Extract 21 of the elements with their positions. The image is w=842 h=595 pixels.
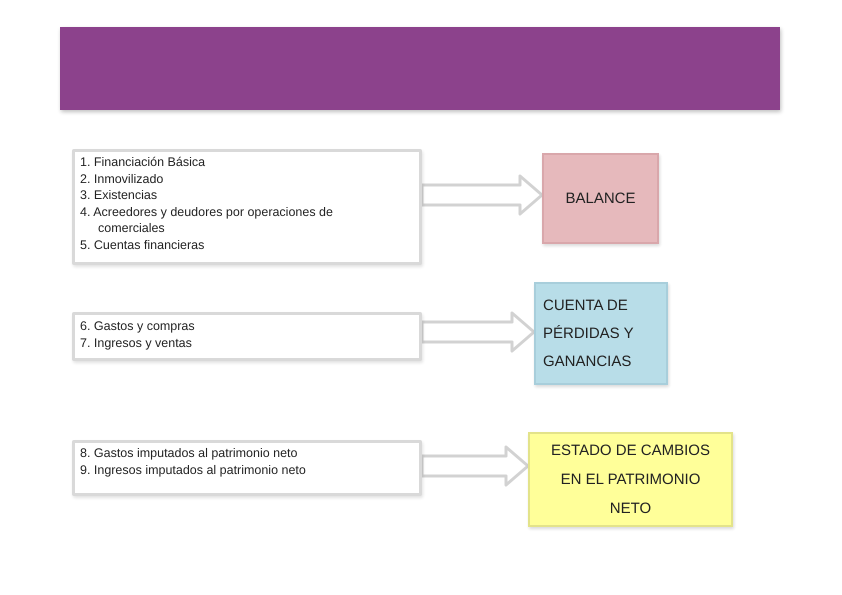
block-arrow [420, 174, 544, 216]
list-box [72, 440, 422, 496]
block-arrow [420, 312, 536, 352]
list-item: 8. Gastos imputados al patrimonio neto [80, 445, 298, 462]
statement-title: CUENTA DE PÉRDIDAS Y GANANCIAS [543, 296, 634, 372]
statement-title: BALANCE [564, 188, 637, 208]
statement-title: ESTADO DE CAMBIOS EN EL PATRIMONIO NETO [550, 441, 711, 519]
list-box [72, 149, 422, 265]
list-item: 3. Existencias [80, 187, 158, 204]
list-item: 2. Inmovilizado [80, 170, 164, 187]
block-arrow [420, 446, 530, 486]
list-box [72, 312, 422, 361]
list-item: 1. Financiación Básica [80, 154, 206, 170]
list-item: 6. Gastos y compras [80, 318, 196, 334]
statement-box [542, 153, 659, 244]
statement-box [528, 432, 733, 527]
statement-box [534, 282, 668, 385]
list-item: 5. Cuentas financieras [80, 236, 206, 253]
list-item: 4. Acreedores y deudores por operaciones de comerciales [80, 204, 334, 236]
list-item: 9. Ingresos imputados al patrimonio neto [80, 462, 307, 478]
list-item: 7. Ingresos y ventas [80, 334, 193, 351]
